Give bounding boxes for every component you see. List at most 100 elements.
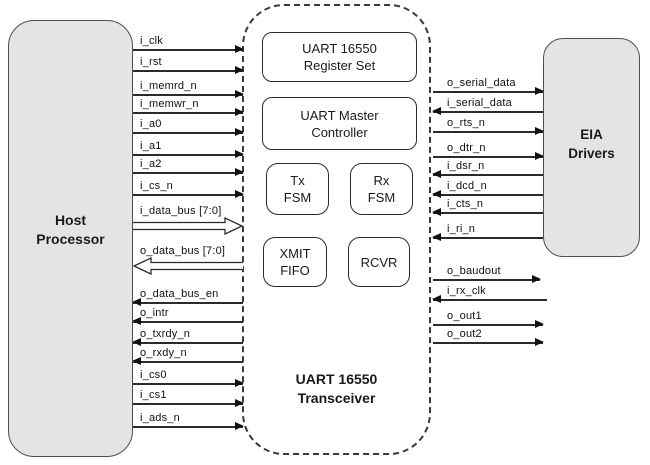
- arrowhead-left-icon: [432, 208, 441, 216]
- host-processor-title: Host Processor: [9, 211, 132, 249]
- wire: [433, 91, 543, 93]
- wire: [433, 324, 543, 326]
- wire: [433, 156, 543, 158]
- host-title-line2: Processor: [36, 231, 105, 247]
- signal-label: i_ri_n: [447, 223, 476, 235]
- signal-label: o_intr: [140, 307, 169, 319]
- wire: [133, 321, 243, 323]
- module-xmit-fifo: XMIT FIFO: [263, 237, 327, 287]
- wire: [133, 403, 243, 405]
- rx-fsm-line2: FSM: [367, 190, 396, 205]
- signal-label: o_rxdy_n: [140, 347, 187, 359]
- master-controller-line2: Controller: [311, 124, 368, 140]
- arrowhead-right-icon: [532, 275, 541, 283]
- wire: [133, 132, 243, 134]
- arrowhead-right-icon: [235, 90, 244, 98]
- arrowhead-left-icon: [432, 295, 441, 303]
- module-register-set: UART 16550 Register Set: [262, 32, 417, 82]
- signal-label: i_memwr_n: [140, 98, 199, 110]
- wire: [133, 302, 243, 304]
- eia-drivers-title: EIA Drivers: [544, 125, 639, 163]
- wire: [433, 279, 540, 281]
- wire: [433, 237, 543, 239]
- wire: [433, 212, 543, 214]
- arrowhead-right-icon: [535, 338, 544, 346]
- uart-title-line2: Transceiver: [297, 390, 376, 406]
- arrowhead-left-icon: [432, 170, 441, 178]
- signal-label: i_data_bus [7:0]: [140, 205, 222, 217]
- host-processor-block: Host Processor: [8, 20, 133, 457]
- arrowhead-left-icon: [132, 317, 141, 325]
- arrowhead-right-icon: [235, 168, 244, 176]
- bus-arrow-right-icon: [133, 217, 243, 235]
- wire: [133, 194, 243, 196]
- signal-label: o_txrdy_n: [140, 328, 191, 340]
- register-set-line2: Register Set: [303, 58, 376, 73]
- eia-drivers-block: EIA Drivers: [543, 38, 640, 257]
- signal-label: i_dsr_n: [447, 160, 485, 172]
- signal-label: i_cs1: [140, 389, 167, 401]
- arrowhead-left-icon: [432, 190, 441, 198]
- master-controller-line1: UART Master: [300, 107, 379, 123]
- arrowhead-right-icon: [535, 87, 544, 95]
- arrowhead-right-icon: [235, 379, 244, 387]
- signal-label: i_a0: [140, 118, 162, 130]
- bus-arrow-left-icon: [133, 257, 243, 275]
- wire: [133, 154, 243, 156]
- module-master-controller: UART Master Controller: [262, 97, 417, 150]
- signal-label: o_dtr_n: [447, 142, 486, 154]
- signal-label: i_rst: [140, 56, 162, 68]
- tx-fsm-line2: FSM: [283, 190, 312, 205]
- arrowhead-right-icon: [235, 150, 244, 158]
- signal-label: i_rx_clk: [447, 285, 486, 297]
- arrowhead-left-icon: [132, 338, 141, 346]
- signal-label: o_out1: [447, 310, 482, 322]
- signal-label: o_data_bus [7:0]: [140, 245, 226, 257]
- wire: [133, 361, 243, 363]
- wire: [133, 112, 243, 114]
- signal-label: i_a1: [140, 140, 162, 152]
- xmit-fifo-line2: FIFO: [280, 263, 310, 278]
- signal-label: i_a2: [140, 158, 162, 170]
- signal-label: i_cs_n: [140, 180, 173, 192]
- register-set-line1: UART 16550: [302, 41, 377, 56]
- arrowhead-right-icon: [535, 152, 544, 160]
- module-rx-fsm: Rx FSM: [350, 163, 413, 215]
- wire: [133, 49, 243, 51]
- eia-title-line1: EIA: [580, 127, 603, 142]
- wire: [433, 174, 543, 176]
- wire: [433, 111, 543, 113]
- eia-title-line2: Drivers: [568, 146, 615, 161]
- signal-label: i_serial_data: [447, 97, 512, 109]
- signal-label: o_data_bus_en: [140, 288, 219, 300]
- wire: [133, 172, 243, 174]
- wire: [133, 70, 243, 72]
- xmit-fifo-line1: XMIT: [279, 246, 311, 261]
- signal-label: i_cs0: [140, 369, 167, 381]
- signal-label: i_ads_n: [140, 412, 180, 424]
- arrowhead-right-icon: [535, 127, 544, 135]
- signal-label: i_memrd_n: [140, 80, 197, 92]
- rcvr-line1: RCVR: [360, 254, 398, 270]
- arrowhead-right-icon: [235, 66, 244, 74]
- signal-label: o_baudout: [447, 265, 501, 277]
- arrowhead-left-icon: [132, 357, 141, 365]
- arrowhead-left-icon: [432, 233, 441, 241]
- rx-fsm-line1: Rx: [373, 173, 390, 188]
- arrowhead-right-icon: [535, 320, 544, 328]
- signal-label: i_dcd_n: [447, 180, 487, 192]
- wire: [433, 299, 547, 301]
- wire: [433, 131, 543, 133]
- wire: [133, 383, 243, 385]
- uart-title-line1: UART 16550: [295, 371, 378, 387]
- arrowhead-right-icon: [235, 190, 244, 198]
- module-tx-fsm: Tx FSM: [266, 163, 329, 215]
- arrowhead-right-icon: [235, 399, 244, 407]
- module-rcvr: RCVR: [348, 237, 410, 287]
- signal-label: o_rts_n: [447, 117, 486, 129]
- signal-label: i_clk: [140, 35, 164, 47]
- wire: [133, 94, 243, 96]
- uart-transceiver-container: [242, 4, 431, 455]
- arrowhead-right-icon: [235, 108, 244, 116]
